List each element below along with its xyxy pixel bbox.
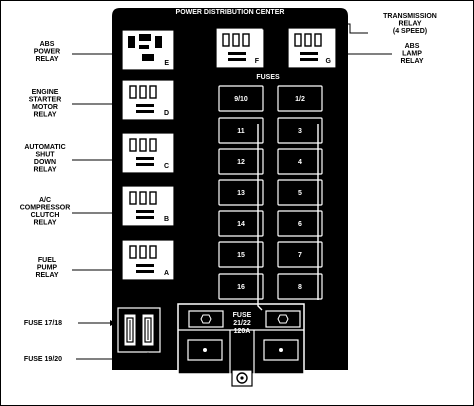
bracket-lug-left [187, 339, 223, 361]
callout-text: COMPRESSOR [20, 205, 71, 212]
fuse-grid: 9/10 11 12 13 14 15 16 1/2 3 4 5 6 7 8 [218, 85, 323, 311]
small-fuse-pair [117, 307, 161, 353]
relay-g: G [287, 27, 337, 69]
fuse-number: 13 [237, 190, 245, 197]
bottom-bracket [177, 303, 305, 375]
callout-text: SHUT [35, 152, 55, 159]
callout-text: FUEL [38, 257, 57, 264]
fuse-number: 5 [298, 190, 302, 197]
main-fuse-line: 21/22 [233, 320, 251, 327]
fuse-number: 12 [237, 159, 245, 166]
fuse-slot: 6 [277, 210, 323, 237]
fuse-number: 8 [298, 284, 302, 291]
fuse-slot: 1/2 [277, 85, 323, 112]
fuse-number: 6 [298, 221, 302, 228]
relay-d: D [121, 79, 175, 121]
fuses-label: FUSES [256, 74, 280, 81]
callout-text: RELAY [35, 56, 58, 63]
fuse-slot: 3 [277, 117, 323, 144]
main-fuse-line: FUSE [233, 312, 252, 319]
callout-text: TRANSMISSION [383, 13, 437, 20]
callout-text: MOTOR [32, 104, 58, 111]
callout-text: PUMP [37, 265, 58, 272]
callout-text: POWER [34, 49, 60, 56]
relay-letter: E [164, 60, 169, 67]
callout-text: ABS [40, 41, 55, 48]
relay-letter: B [164, 216, 169, 223]
fuse-number: 1/2 [295, 96, 305, 103]
callout-text: RELAY [35, 272, 58, 279]
callout-text: (4 SPEED) [393, 28, 427, 35]
callout-text: RELAY [33, 112, 56, 119]
callout-fuse-19-20: FUSE 19/20 [24, 352, 151, 363]
callout-text: FUSE 17/18 [24, 320, 62, 327]
fuse-slot: 8 [277, 273, 323, 300]
small-fuse-1 [123, 313, 137, 347]
fuse-slot: 16 [218, 273, 264, 300]
relay-c: C [121, 132, 175, 174]
left-relay-column: E D C B A [121, 29, 175, 281]
fuse-slot: 14 [218, 210, 264, 237]
callout-text: CLUTCH [31, 212, 60, 219]
callout-labels: ABSPOWERRELAYENGINESTARTERMOTORRELAYAUTO… [20, 13, 437, 363]
callout-text: LAMP [402, 51, 422, 58]
callout-fuse-17-18: FUSE 17/18 [24, 320, 116, 327]
fuse-slot: 5 [277, 179, 323, 206]
callout-text: RELAY [33, 167, 56, 174]
fuse-slot: 9/10 [218, 85, 264, 112]
relay-a: A [121, 239, 175, 281]
callout-text: FUSE 19/20 [24, 356, 62, 363]
bracket-bolt-right [265, 310, 301, 328]
fuse-number: 15 [237, 252, 245, 259]
relay-e: E [121, 29, 175, 71]
fuse-number: 11 [237, 128, 245, 135]
callout-text: ABS [405, 43, 420, 50]
relay-b: B [121, 185, 175, 227]
relay-letter: F [255, 58, 260, 65]
mounting-eyelet [231, 369, 253, 387]
main-fuse-line: 120A [234, 328, 251, 335]
bracket-lug-right [263, 339, 299, 361]
small-fuse-2 [141, 313, 155, 347]
callout-text: A/C [39, 197, 51, 204]
fuse-slot: 4 [277, 148, 323, 175]
callout-text: RELAY [398, 21, 421, 28]
relay-letter: A [164, 270, 169, 277]
pdc-title: POWER DISTRIBUTION CENTER [176, 9, 285, 16]
fuse-slot: 12 [218, 148, 264, 175]
relay-letter: D [164, 110, 169, 117]
callout-text: STARTER [29, 97, 62, 104]
fuse-number: 16 [237, 284, 245, 291]
callout-text: RELAY [33, 220, 56, 227]
fuse-slot: 15 [218, 241, 264, 268]
relay-letter: G [326, 58, 332, 65]
callout-text: ENGINE [32, 89, 59, 96]
fuse-number: 4 [298, 159, 302, 166]
relay-f: F [215, 27, 265, 69]
relay-letter: C [164, 163, 169, 170]
fuse-number: 14 [237, 221, 245, 228]
fuse-number: 7 [298, 252, 302, 259]
bracket-bolt-left [188, 310, 224, 328]
bus-wire-joint [257, 300, 263, 311]
callout-text: RELAY [400, 58, 423, 65]
fuse-slot: 7 [277, 241, 323, 268]
fuse-number: 9/10 [234, 96, 248, 103]
fuse-slot: 11 [218, 117, 264, 144]
callout-text: AUTOMATIC [24, 144, 65, 151]
callout-text: DOWN [34, 159, 56, 166]
fuse-number: 3 [298, 128, 302, 135]
fuse-slot: 13 [218, 179, 264, 206]
